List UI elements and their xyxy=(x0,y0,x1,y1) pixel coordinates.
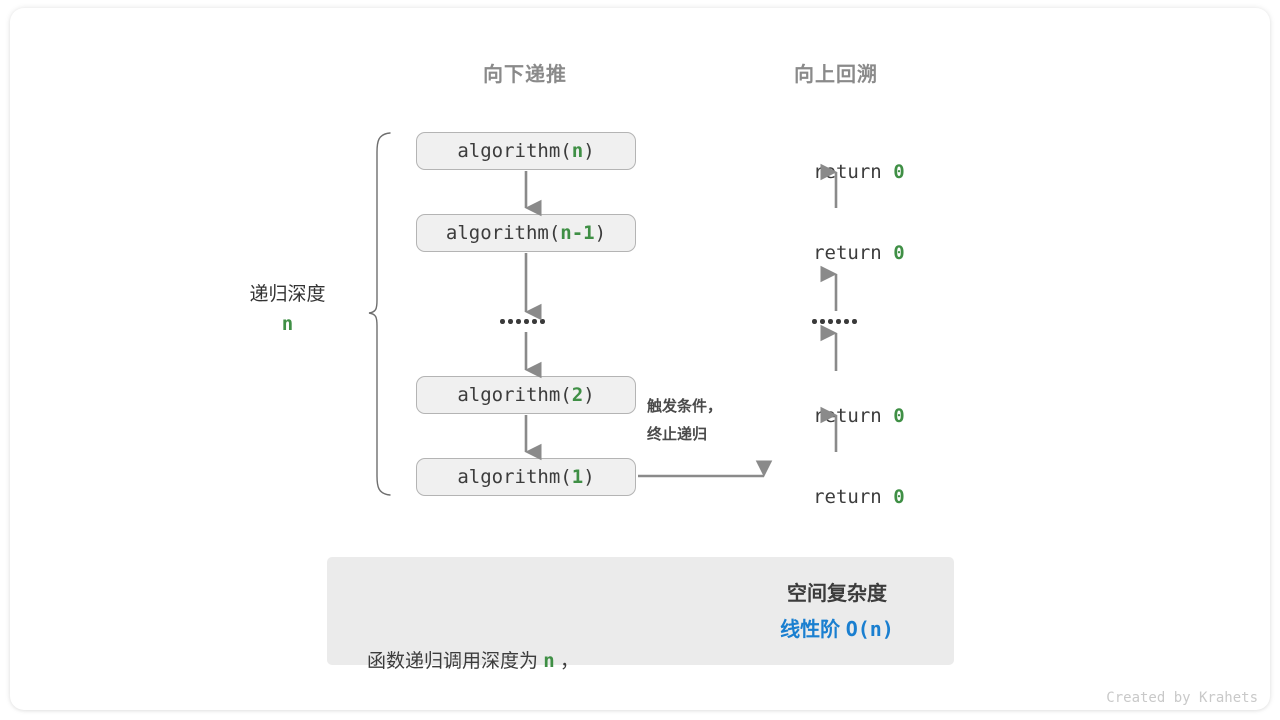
ellipsis-left xyxy=(500,319,545,324)
return-keyword: return xyxy=(813,486,894,508)
summary-left-line1: 函数递归调用深度为 n ， xyxy=(367,645,579,678)
return-statement-3: return 0 xyxy=(736,383,936,449)
return-value: 0 xyxy=(893,486,905,508)
footer-credit: Created by Krahets xyxy=(1106,690,1258,706)
space-complexity-value: 线性阶 O(n) xyxy=(737,612,937,647)
return-statement-4: return 0 xyxy=(736,464,936,530)
column-header-downward: 向下递推 xyxy=(483,64,567,86)
return-value: 0 xyxy=(893,161,905,183)
return-statement-2: return 0 xyxy=(736,220,936,286)
trigger-note-line1: 触发条件， xyxy=(647,398,723,415)
return-value: 0 xyxy=(893,405,905,427)
call-box-arg: 1 xyxy=(571,466,584,488)
return-value: 0 xyxy=(893,242,905,264)
summary-line1-b: ， xyxy=(554,651,580,672)
call-box-prefix: algorithm( xyxy=(457,466,572,488)
ellipsis-right xyxy=(812,319,857,324)
return-keyword: return xyxy=(813,405,894,427)
call-box-n: algorithm(n) xyxy=(416,132,636,170)
call-box-2: algorithm(2) xyxy=(416,376,636,414)
call-box-suffix: ) xyxy=(583,384,595,406)
summary-left-text: 函数递归调用深度为 n ， 共使用 O(n) 的栈帧空间 xyxy=(367,579,579,720)
return-statement-1: return 0 xyxy=(736,139,936,205)
column-header-upward: 向上回溯 xyxy=(794,64,878,86)
call-box-arg: n-1 xyxy=(560,222,595,244)
space-complexity-title: 空间复杂度 xyxy=(787,583,887,605)
call-box-arg: 2 xyxy=(571,384,584,406)
summary-line1-a: 函数递归调用深度为 xyxy=(367,651,544,672)
call-box-suffix: ) xyxy=(583,466,595,488)
call-box-prefix: algorithm( xyxy=(445,222,561,244)
trigger-condition-note: 触发条件， 终止递归 xyxy=(647,393,722,449)
call-box-n-minus-1: algorithm(n-1) xyxy=(416,214,636,252)
trigger-note-line2: 终止递归 xyxy=(647,426,708,443)
call-box-1: algorithm(1) xyxy=(416,458,636,496)
call-box-arg: n xyxy=(571,140,584,162)
recursion-depth-label: 递归深度 n xyxy=(185,280,390,338)
call-box-suffix: ) xyxy=(594,222,607,244)
complexity-notation: O(n) xyxy=(845,617,894,641)
recursion-depth-text: 递归深度 xyxy=(249,284,326,305)
summary-right-text: 空间复杂度 线性阶 O(n) xyxy=(737,577,937,647)
complexity-order-label: 线性阶 xyxy=(780,619,846,641)
call-box-suffix: ) xyxy=(583,140,595,162)
return-keyword: return xyxy=(813,161,894,183)
call-box-prefix: algorithm( xyxy=(457,140,572,162)
summary-line1-n: n xyxy=(543,650,555,672)
return-keyword: return xyxy=(813,242,894,264)
recursion-depth-value: n xyxy=(281,313,294,335)
summary-box: 函数递归调用深度为 n ， 共使用 O(n) 的栈帧空间 空间复杂度 线性阶 O… xyxy=(327,557,954,672)
call-box-prefix: algorithm( xyxy=(457,384,572,406)
